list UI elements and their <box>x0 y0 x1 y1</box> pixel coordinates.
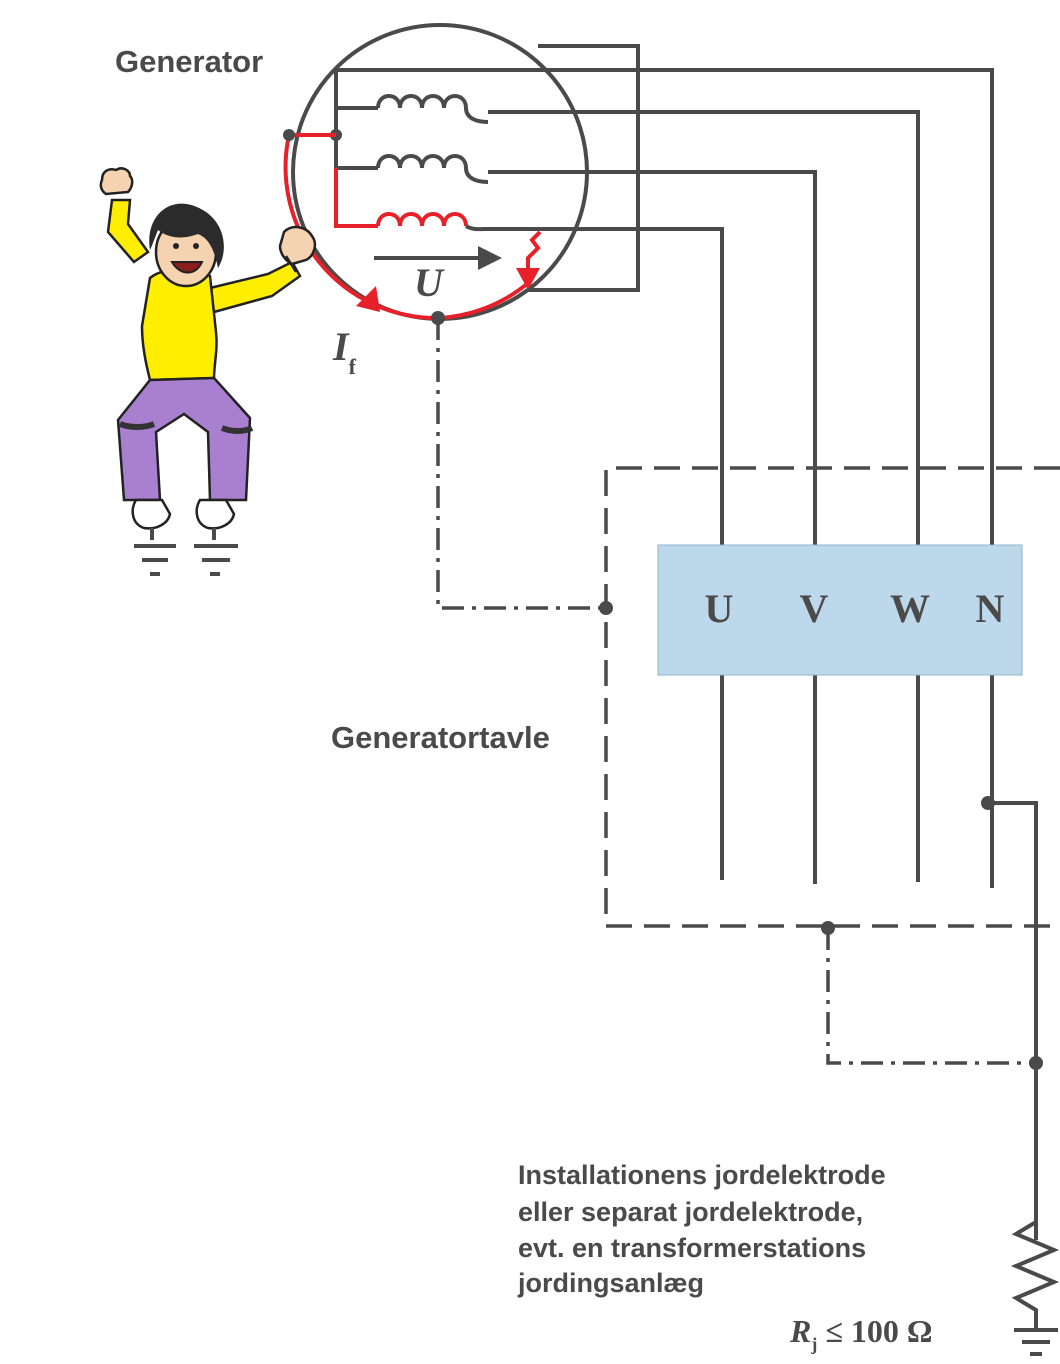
protective-conductor-enclosure <box>826 928 1036 1065</box>
electrode-description: Installationens jordelektrode eller sepa… <box>517 1160 886 1298</box>
enclosure-earth-node <box>599 601 613 615</box>
earth-electrode-symbol <box>1014 1328 1058 1356</box>
electrode-line-3: evt. en transformerstations <box>518 1233 866 1263</box>
neutral-node <box>981 796 995 810</box>
earth-bus-node <box>1029 1056 1043 1070</box>
generatortavle-label: Generatortavle <box>331 720 550 755</box>
voltage-arrow <box>374 246 502 270</box>
resistance-label: Rj ≤ 100 Ω <box>789 1313 933 1354</box>
fault-current-main: I <box>332 324 350 369</box>
resistance-subscript: j <box>810 1334 817 1354</box>
electrode-line-4: jordingsanlæg <box>517 1268 704 1298</box>
generator-label: Generator <box>115 44 263 79</box>
terminal-u: U <box>705 586 734 631</box>
resistance-value: ≤ 100 Ω <box>817 1313 932 1349</box>
person-figure <box>99 167 317 540</box>
terminal-w: W <box>890 586 930 631</box>
electrode-line-1: Installationens jordelektrode <box>518 1160 886 1190</box>
fault-current-subscript: f <box>349 354 357 379</box>
fault-arrow-left <box>356 286 380 312</box>
fault-current-symbol: If <box>332 324 357 379</box>
earth-resistor <box>1010 1220 1060 1328</box>
frame-node-left <box>283 129 295 141</box>
generator-windings <box>330 70 489 232</box>
terminal-labels: U V W N <box>700 585 1010 631</box>
neutral-earth-link <box>988 801 1038 1240</box>
terminal-n: N <box>976 586 1005 631</box>
person-earth-symbols <box>134 544 238 576</box>
protective-conductor-generator <box>436 318 606 610</box>
enclosure-bottom-node <box>821 921 835 935</box>
fault-arrow-down <box>516 268 540 290</box>
electrode-line-2: eller separat jordelektrode, <box>518 1197 863 1227</box>
resistance-symbol: R <box>789 1313 811 1349</box>
terminal-v: V <box>800 586 829 631</box>
voltage-symbol: U <box>414 260 445 305</box>
